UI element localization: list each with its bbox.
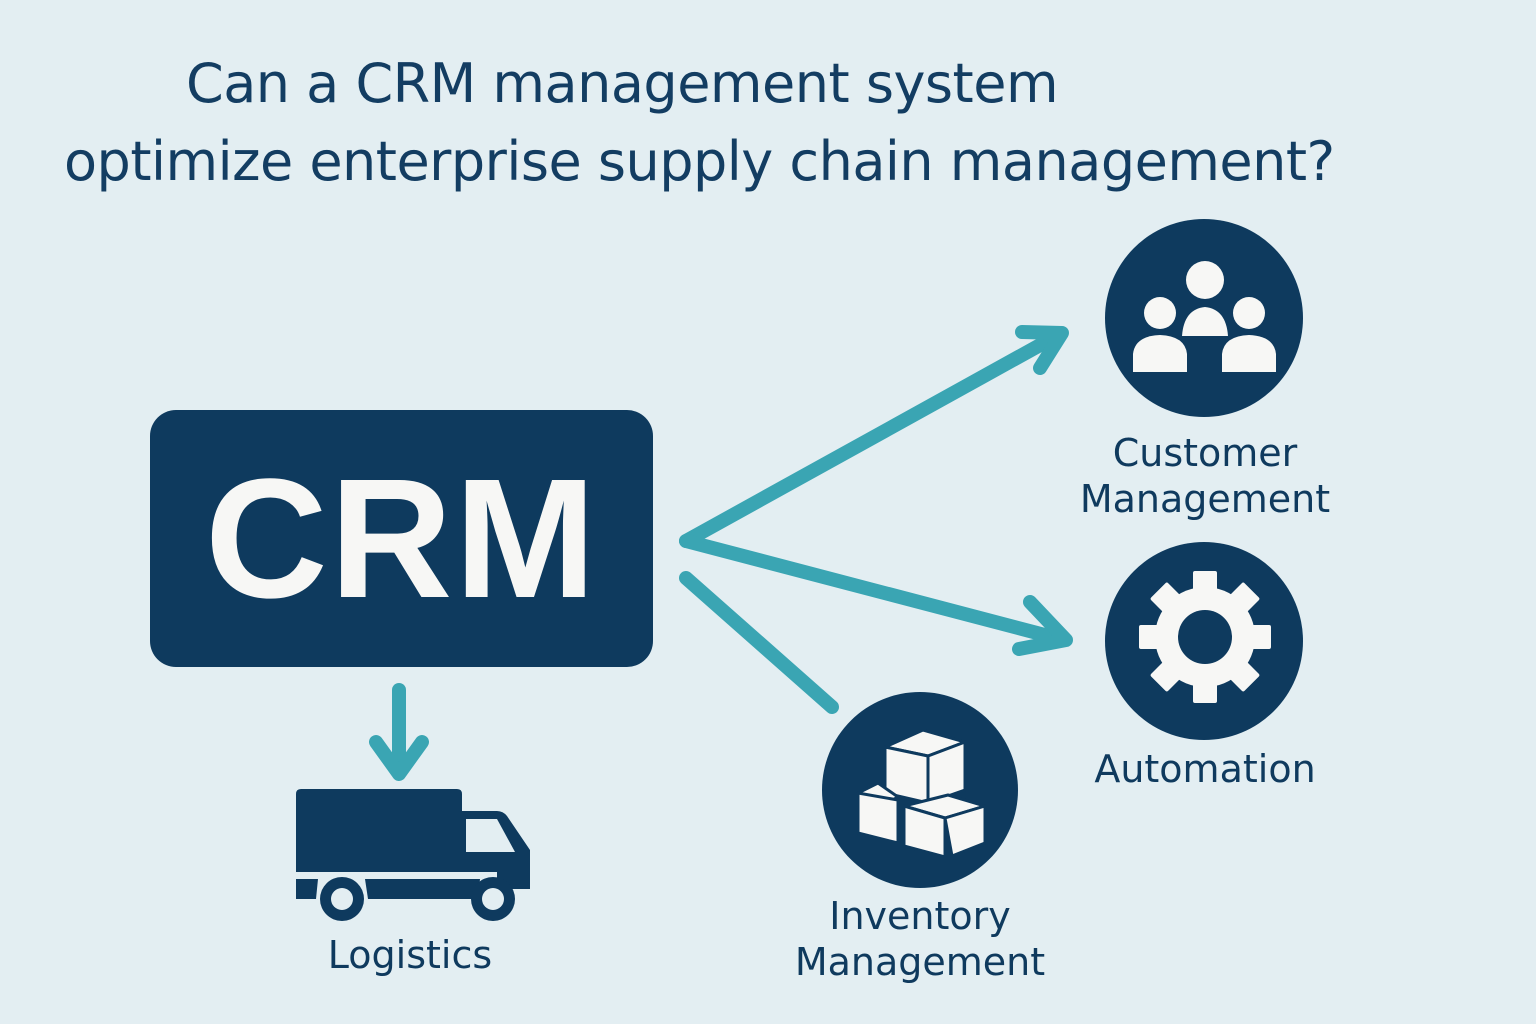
label-line: Customer (1112, 431, 1298, 475)
arrow-head-logistics (369, 735, 429, 781)
crm-label: CRM (204, 443, 599, 634)
label-line: Logistics (327, 933, 493, 977)
label-line: Inventory (829, 894, 1011, 938)
label-line: Automation (1094, 747, 1316, 791)
label-customer-management: Customer Management (1060, 430, 1350, 522)
page-title-line-1: Can a CRM management system (186, 52, 1059, 115)
arrow-to-customer (679, 327, 1067, 548)
label-logistics: Logistics (290, 932, 530, 978)
arrow-to-automation (679, 534, 1071, 647)
page-title-line-2: optimize enterprise supply chain managem… (64, 130, 1335, 193)
label-line: Management (1079, 477, 1331, 521)
label-line: Management (794, 940, 1046, 984)
label-inventory-management: Inventory Management (770, 893, 1070, 985)
arrow-head-automation (1012, 595, 1073, 656)
label-automation: Automation (1070, 746, 1340, 792)
crm-central-box: CRM (150, 410, 653, 667)
connector-to-inventory (679, 571, 839, 714)
arrow-head-customer (1015, 325, 1069, 375)
